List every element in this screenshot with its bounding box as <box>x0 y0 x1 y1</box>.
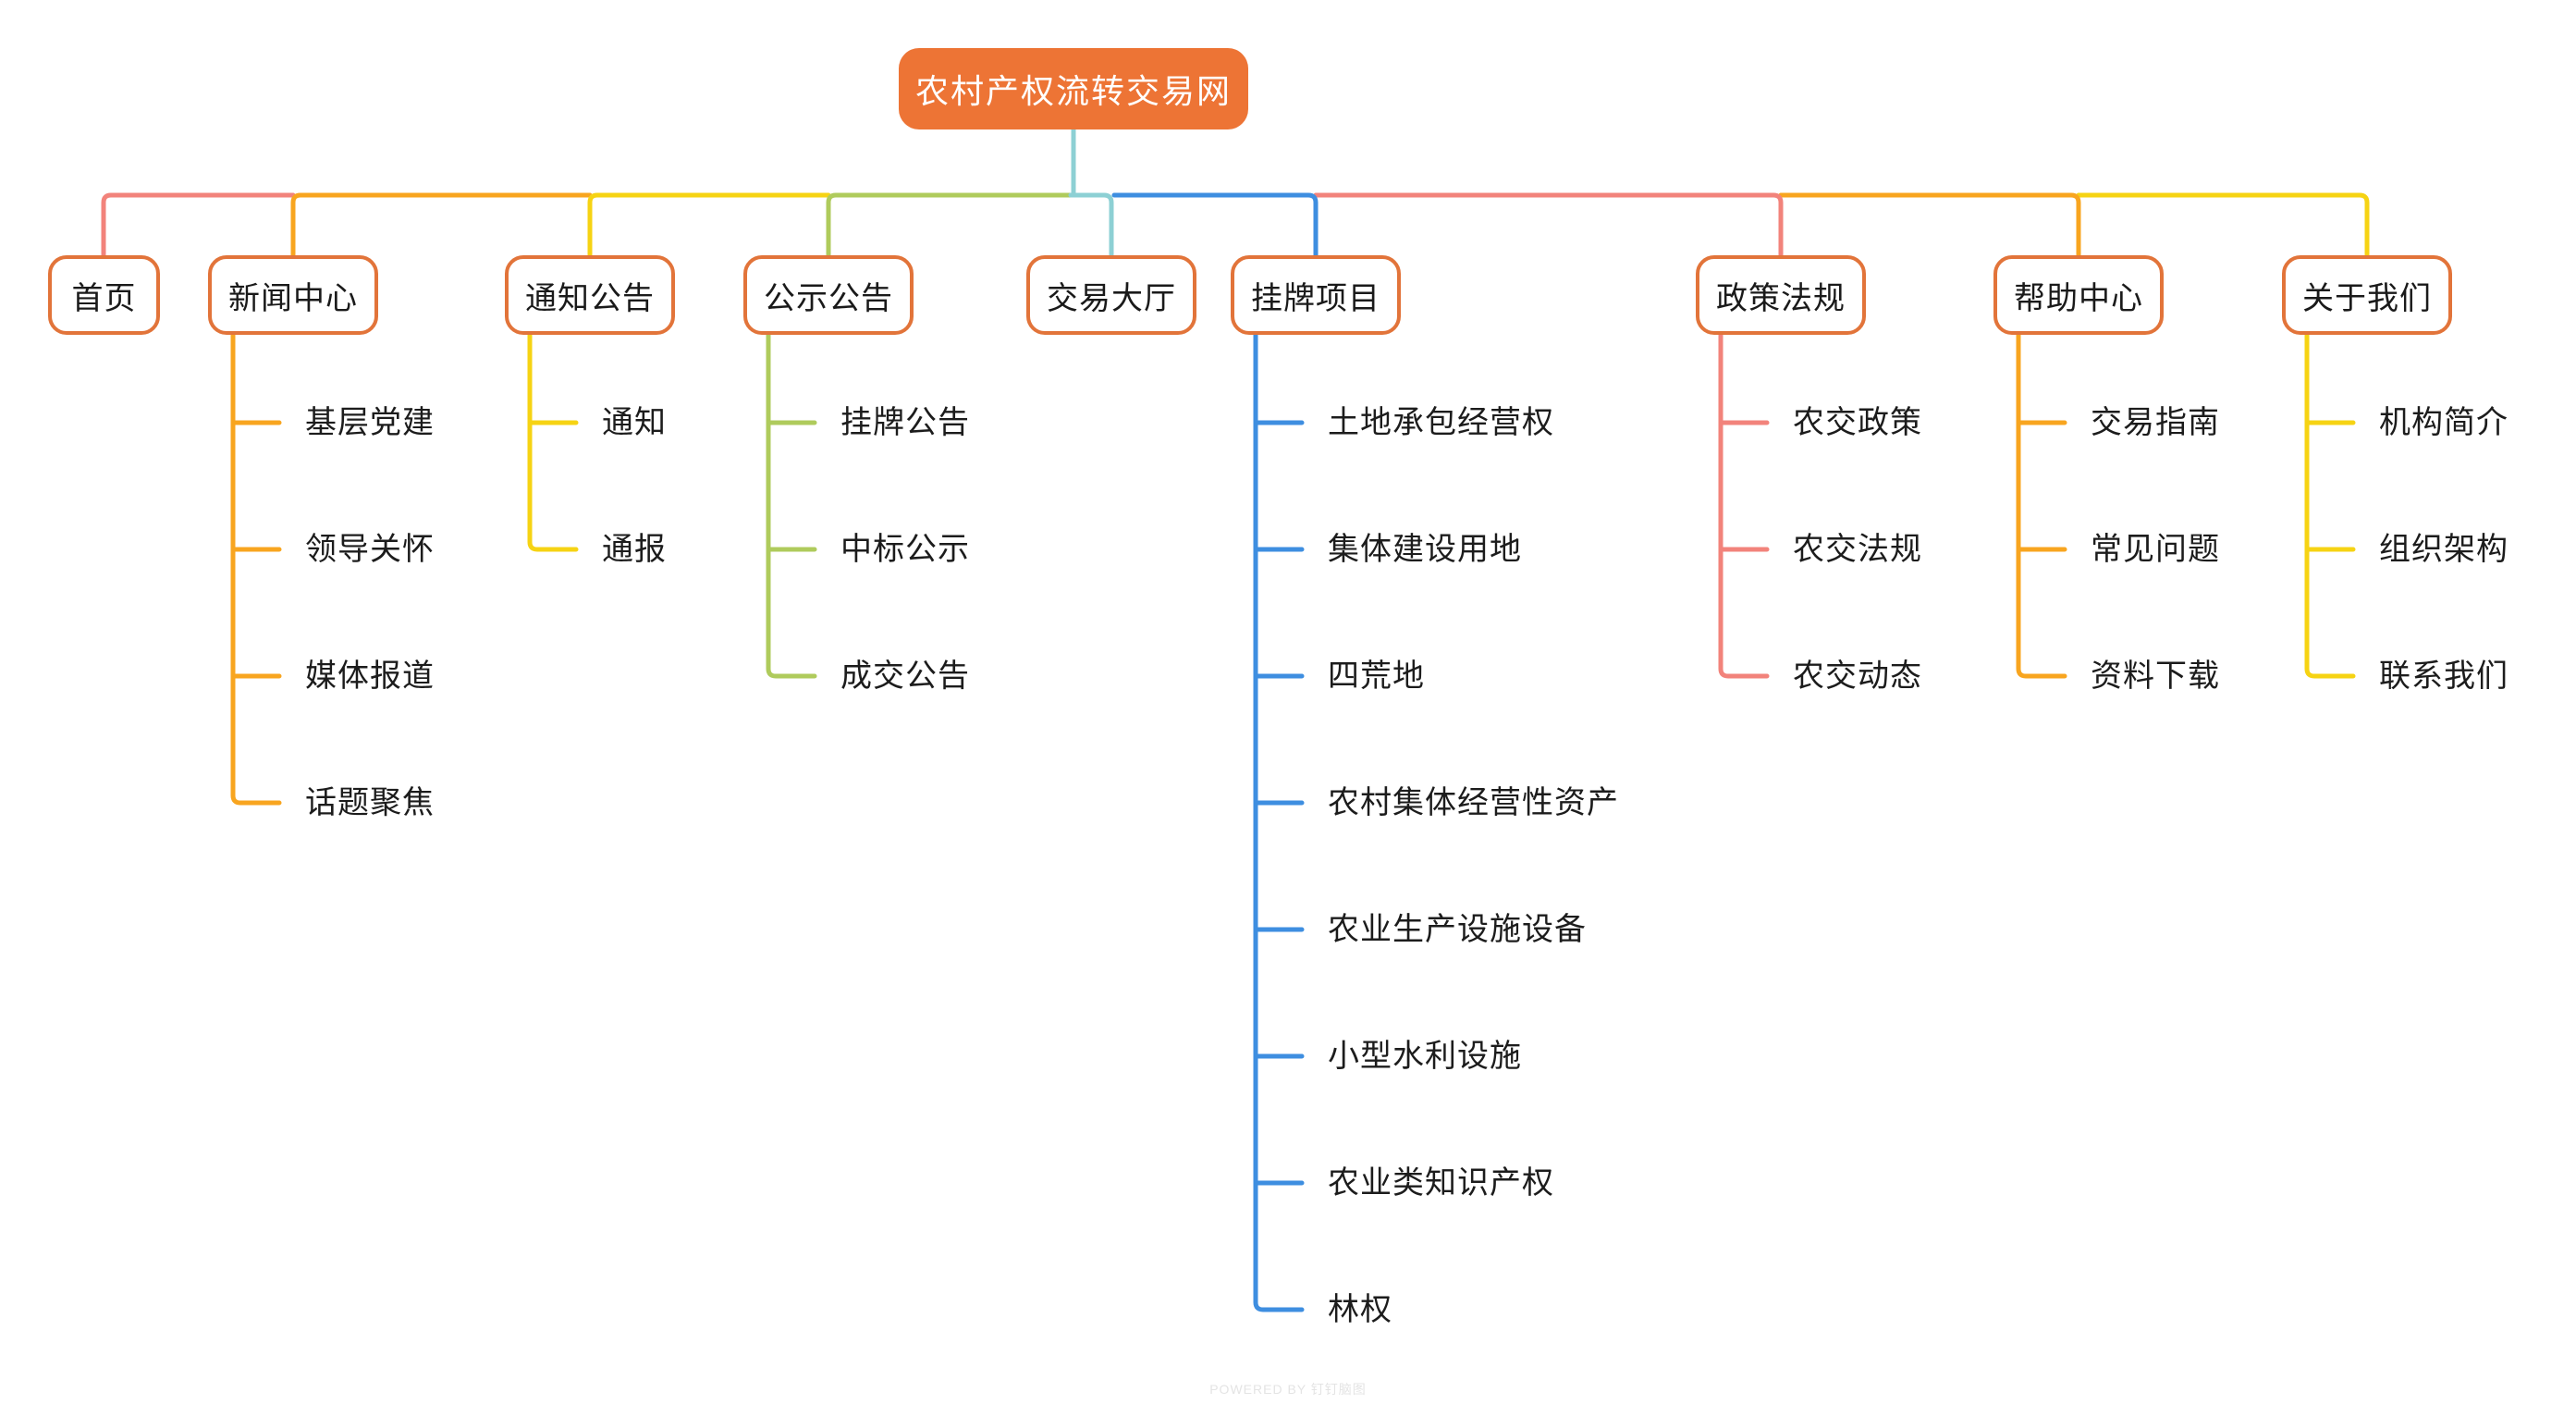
child-item[interactable]: 农业生产设施设备 <box>1328 912 1587 947</box>
node-help-center[interactable]: 帮助中心 <box>1993 255 2164 335</box>
branch-line-policy <box>1313 192 1784 258</box>
child-item[interactable]: 农交法规 <box>1793 532 1922 567</box>
node-home[interactable]: 首页 <box>48 255 160 335</box>
child-item[interactable]: 农村集体经营性资产 <box>1328 785 1619 820</box>
branch-line-trading-hall <box>1068 192 1114 258</box>
branch-line-news-center <box>290 192 593 258</box>
stem-about-us <box>2304 332 2356 679</box>
branch-line-home <box>101 192 296 258</box>
child-item[interactable]: 组织架构 <box>2379 532 2509 567</box>
stem-news-center <box>230 332 282 806</box>
stem-help-center <box>2016 332 2067 679</box>
stem-policy <box>1718 332 1770 679</box>
stem-listed-projects <box>1253 332 1305 1312</box>
child-item[interactable]: 媒体报道 <box>305 659 435 694</box>
child-item[interactable]: 农业类知识产权 <box>1328 1165 1554 1201</box>
branch-line-help-center <box>1778 192 2081 258</box>
stem-notice <box>527 332 579 552</box>
child-item[interactable]: 领导关怀 <box>305 532 435 567</box>
child-item[interactable]: 成交公告 <box>840 659 970 694</box>
child-item[interactable]: 常见问题 <box>2091 532 2220 567</box>
child-item[interactable]: 农交动态 <box>1793 659 1922 694</box>
child-item[interactable]: 林权 <box>1328 1292 1392 1327</box>
node-trading-hall[interactable]: 交易大厅 <box>1026 255 1196 335</box>
node-public-notice[interactable]: 公示公告 <box>743 255 914 335</box>
child-item[interactable]: 农交政策 <box>1793 405 1922 440</box>
branch-line-notice <box>587 192 831 258</box>
root-node[interactable]: 农村产权流转交易网 <box>899 48 1248 129</box>
branch-line-about-us <box>2076 192 2370 258</box>
node-about-us[interactable]: 关于我们 <box>2282 255 2452 335</box>
branch-line-listed-projects <box>1111 192 1319 258</box>
child-item[interactable]: 中标公示 <box>840 532 970 567</box>
child-item[interactable]: 通报 <box>602 532 667 567</box>
child-item[interactable]: 交易指南 <box>2091 405 2220 440</box>
node-news-center[interactable]: 新闻中心 <box>208 255 378 335</box>
child-item[interactable]: 四荒地 <box>1328 659 1425 694</box>
child-item[interactable]: 集体建设用地 <box>1328 532 1522 567</box>
child-item[interactable]: 土地承包经营权 <box>1328 405 1554 440</box>
node-notice[interactable]: 通知公告 <box>505 255 675 335</box>
child-item[interactable]: 机构简介 <box>2379 405 2509 440</box>
node-policy[interactable]: 政策法规 <box>1696 255 1866 335</box>
child-item[interactable]: 基层党建 <box>305 405 435 440</box>
child-item[interactable]: 通知 <box>602 405 667 440</box>
powered-by-watermark: POWERED BY 钉钉脑图 <box>1209 1382 1367 1397</box>
child-item[interactable]: 挂牌公告 <box>840 405 970 440</box>
branch-line-public-notice <box>826 192 1073 258</box>
child-item[interactable]: 资料下载 <box>2091 659 2220 694</box>
node-listed-projects[interactable]: 挂牌项目 <box>1231 255 1401 335</box>
child-item[interactable]: 联系我们 <box>2379 659 2509 694</box>
child-item[interactable]: 话题聚焦 <box>305 785 435 820</box>
stem-public-notice <box>766 332 817 679</box>
child-item[interactable]: 小型水利设施 <box>1328 1039 1522 1074</box>
